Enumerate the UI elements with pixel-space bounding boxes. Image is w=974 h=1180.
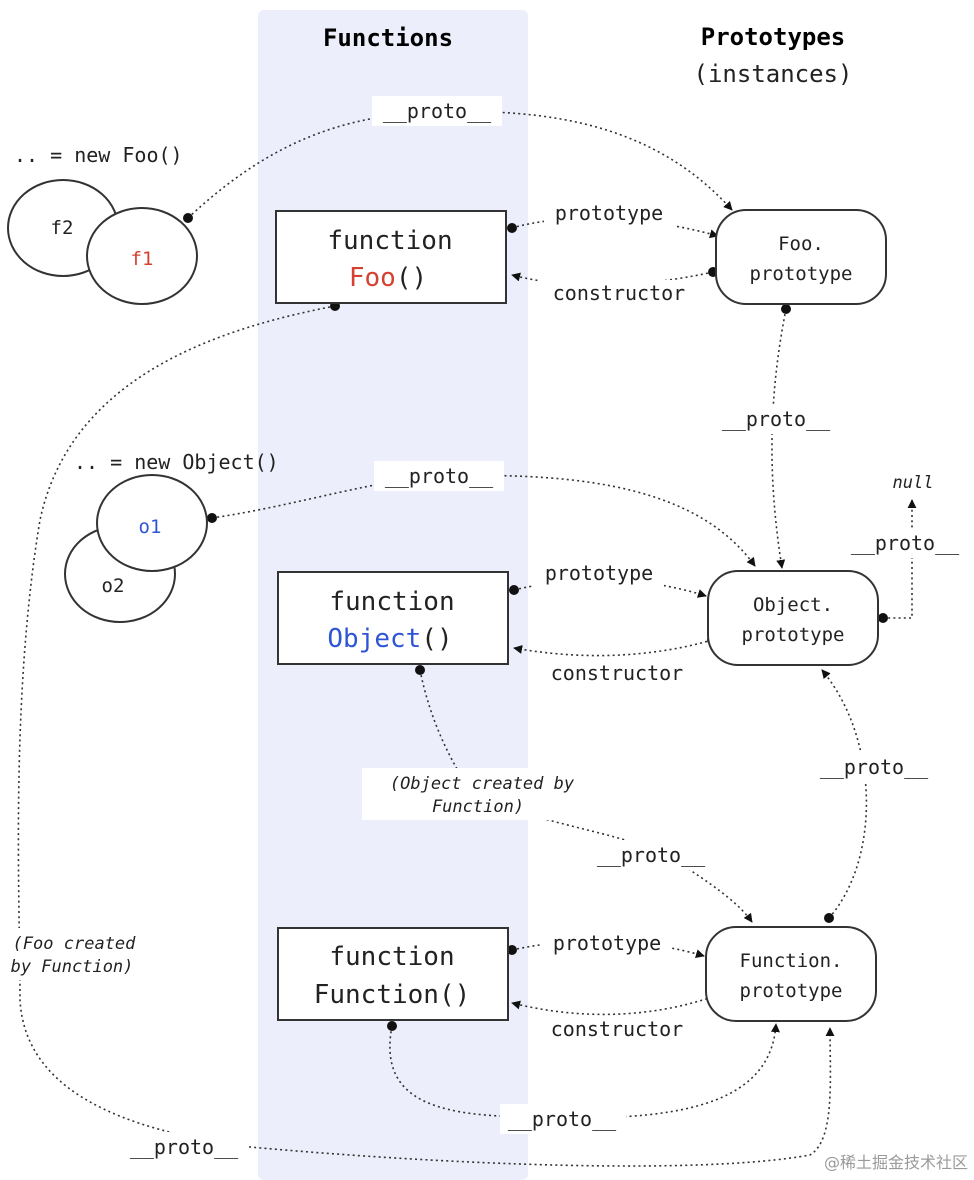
note-object-created-line1: (Object created by [390, 774, 575, 794]
function-prototype-line1: Function. [740, 950, 843, 972]
dot-objectproto-proto [878, 613, 888, 623]
edge-o1-proto [211, 474, 756, 567]
function-foo-parens: () [396, 263, 427, 293]
function-foo-signature: Foo() [349, 263, 427, 293]
edge-foo-constructor [511, 271, 714, 286]
edge-objectproto-null [883, 499, 917, 619]
label-proto-object: __proto__ [597, 843, 706, 867]
label-proto-function: __proto__ [508, 1107, 617, 1131]
dot-o1 [207, 513, 217, 523]
foo-prototype-node: Foo. prototype [715, 209, 887, 305]
instance-f1-label: f1 [131, 248, 154, 270]
function-object-box: function Object() [277, 571, 509, 665]
dot-function-prototype [507, 945, 517, 955]
function-function-signature: Function() [314, 980, 471, 1010]
dot-object-prototype [509, 585, 519, 595]
foo-prototype-line1: Foo. [778, 233, 824, 255]
dot-function-proto [387, 1021, 397, 1031]
function-object-parens: () [421, 624, 452, 654]
foo-prototype-line2: prototype [750, 263, 853, 285]
function-function-box: function Function() [277, 927, 509, 1021]
edge-object-proto [419, 669, 753, 923]
object-instance-caption: .. = new Object() [74, 450, 279, 474]
edge-foo-proto-long [17, 305, 835, 1167]
label-proto-functionproto: __proto__ [820, 755, 929, 779]
function-foo-name: Foo [349, 263, 396, 293]
instance-o1-label: o1 [139, 516, 162, 538]
note-foo-created-line1: (Foo created [13, 934, 137, 954]
function-function-parens: () [439, 980, 470, 1010]
edge-functionproto-proto [821, 669, 868, 919]
edge-object-constructor [513, 639, 713, 657]
object-prototype-line2: prototype [742, 624, 845, 646]
label-proto-o1: __proto__ [385, 464, 494, 488]
label-prototype-foo: prototype [555, 201, 663, 225]
function-prototype-node: Function. prototype [705, 926, 877, 1022]
instance-o2-label: o2 [102, 575, 125, 597]
object-prototype-line1: Object. [753, 594, 833, 616]
object-prototype-node: Object. prototype [707, 570, 879, 666]
edge-function-constructor [511, 996, 713, 1016]
label-prototype-function: prototype [553, 931, 661, 955]
dot-object-proto [415, 665, 425, 675]
prototypes-column-header: Prototypes [701, 23, 846, 51]
note-object-created-line2: Function) [432, 797, 524, 817]
instance-o1: o1 [96, 474, 208, 572]
dot-functionproto-proto [824, 913, 834, 923]
label-proto-f1: __proto__ [383, 99, 492, 123]
dot-f1 [183, 213, 193, 223]
function-foo-keyword: function [327, 226, 452, 256]
function-prototype-line2: prototype [740, 980, 843, 1002]
label-constructor-object: constructor [551, 661, 683, 685]
prototypes-column-subheader: (instances) [694, 60, 853, 88]
label-constructor-foo: constructor [553, 281, 685, 305]
function-object-name: Object [327, 624, 421, 654]
label-prototype-object: prototype [545, 561, 653, 585]
instance-f2-label: f2 [51, 217, 74, 239]
function-object-keyword: function [329, 587, 454, 617]
instance-f1: f1 [86, 207, 198, 305]
function-object-signature: Object() [327, 624, 452, 654]
label-proto-objectproto: __proto__ [851, 531, 960, 555]
label-proto-foo: __proto__ [130, 1135, 239, 1159]
watermark: @稀土掘金技术社区 [824, 1153, 968, 1172]
label-proto-fooproto: __proto__ [722, 407, 831, 431]
function-function-keyword: function [329, 942, 454, 972]
edge-fooproto-proto [771, 308, 787, 569]
function-function-name: Function [314, 980, 439, 1010]
dot-foo-prototype [507, 223, 517, 233]
note-foo-created-line2: by Function) [11, 957, 134, 977]
functions-column-header: Functions [323, 24, 453, 52]
null-label: null [893, 473, 934, 493]
edge-function-prototype [511, 940, 705, 959]
dot-fooproto-proto [781, 304, 791, 314]
foo-instance-caption: .. = new Foo() [14, 143, 183, 167]
label-constructor-function: constructor [551, 1017, 683, 1041]
function-foo-box: function Foo() [275, 210, 507, 304]
